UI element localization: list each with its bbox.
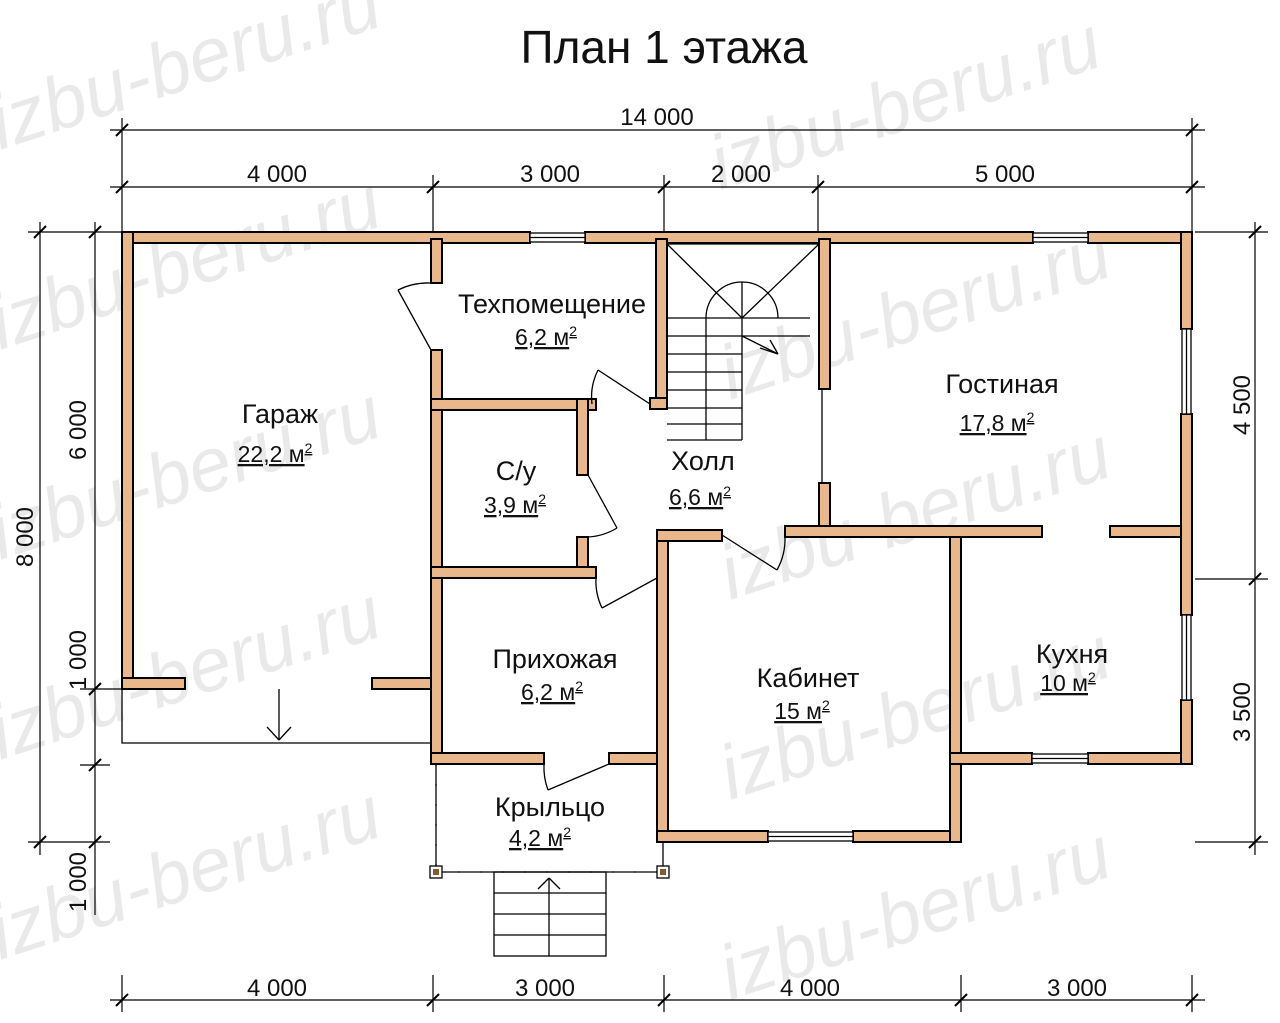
- right-dimensions: 4 500 3 500: [1195, 222, 1268, 855]
- room-tech: Техпомещение 6,2 м2: [458, 289, 646, 350]
- dimension-label: 4 500: [1229, 375, 1256, 435]
- bottom-segment-dimensions: 4 000 3 000 4 000 3 000: [110, 975, 1205, 1012]
- plan-title: План 1 этажа: [521, 21, 808, 73]
- top-total-dimension: 14 000: [110, 104, 1205, 235]
- room-name: Гараж: [242, 399, 318, 429]
- watermark-text: izbu-beru.ru: [0, 160, 391, 366]
- room-name: Крыльцо: [495, 792, 605, 822]
- room-bathroom: С/у 3,9 м2: [484, 456, 546, 518]
- dimension-label: 6 000: [65, 400, 92, 460]
- room-area: 6,2 м2: [515, 323, 577, 350]
- dimension-label: 1 000: [65, 852, 92, 912]
- watermark-text: izbu-beru.ru: [0, 0, 391, 166]
- room-name: Прихожая: [492, 644, 617, 674]
- dimension-label: 3 000: [1047, 975, 1107, 1002]
- dimension-label: 5 000: [975, 161, 1035, 188]
- room-living: Гостиная 17,8 м2: [945, 369, 1058, 436]
- room-hall: Холл 6,6 м2: [669, 446, 735, 510]
- room-area: 17,8 м2: [960, 409, 1035, 436]
- room-area: 22,2 м2: [238, 440, 313, 467]
- room-kitchen: Кухня 10 м2: [1036, 639, 1108, 696]
- room-entry: Прихожая 6,2 м2: [492, 644, 617, 705]
- watermark-text: izbu-beru.ru: [709, 410, 1121, 616]
- porch-post: [433, 869, 439, 875]
- dimension-label: 4 000: [247, 161, 307, 188]
- room-area: 6,2 м2: [521, 678, 583, 705]
- room-area: 4,2 м2: [509, 824, 571, 851]
- dimension-label: 4 000: [247, 975, 307, 1002]
- watermark-text: izbu-beru.ru: [0, 570, 391, 776]
- top-segment-dimensions: 4 000 3 000 2 000 5 000: [110, 161, 1205, 235]
- watermark-text: izbu-beru.ru: [0, 370, 391, 576]
- room-name: Техпомещение: [458, 289, 646, 319]
- windows: [529, 232, 1192, 842]
- room-area: 10 м2: [1040, 669, 1096, 696]
- room-name: Холл: [671, 446, 735, 476]
- walls: [121, 231, 1193, 843]
- garage-apron: [121, 689, 431, 744]
- room-garage: Гараж 22,2 м2: [238, 399, 318, 467]
- left-dimensions: 8 000 6 000 1 000 1 000: [12, 222, 125, 915]
- room-name: С/у: [496, 456, 537, 486]
- room-name: Кабинет: [757, 663, 860, 693]
- dimension-label: 3 000: [520, 161, 580, 188]
- watermark-layer: izbu-beru.ru izbu-beru.ru izbu-beru.ru i…: [0, 0, 1121, 1016]
- room-office: Кабинет 15 м2: [757, 663, 860, 724]
- dimension-label: 3 000: [515, 975, 575, 1002]
- room-area: 15 м2: [774, 697, 830, 724]
- room-area: 6,6 м2: [669, 483, 731, 510]
- dimension-label: 14 000: [620, 104, 693, 131]
- dimension-label: 4 000: [780, 975, 840, 1002]
- doors: [397, 282, 823, 791]
- room-porch: Крыльцо 4,2 м2: [495, 792, 605, 851]
- dimension-label: 2 000: [711, 161, 771, 188]
- room-area: 3,9 м2: [484, 491, 546, 518]
- watermark-text: izbu-beru.ru: [0, 770, 391, 976]
- dimension-label: 8 000: [12, 507, 39, 567]
- staircase: [666, 243, 820, 441]
- porch: [429, 764, 670, 957]
- room-name: Гостиная: [945, 369, 1058, 399]
- porch-post: [660, 869, 666, 875]
- room-name: Кухня: [1036, 639, 1108, 669]
- dimension-label: 1 000: [65, 630, 92, 690]
- dimension-label: 3 500: [1229, 682, 1256, 742]
